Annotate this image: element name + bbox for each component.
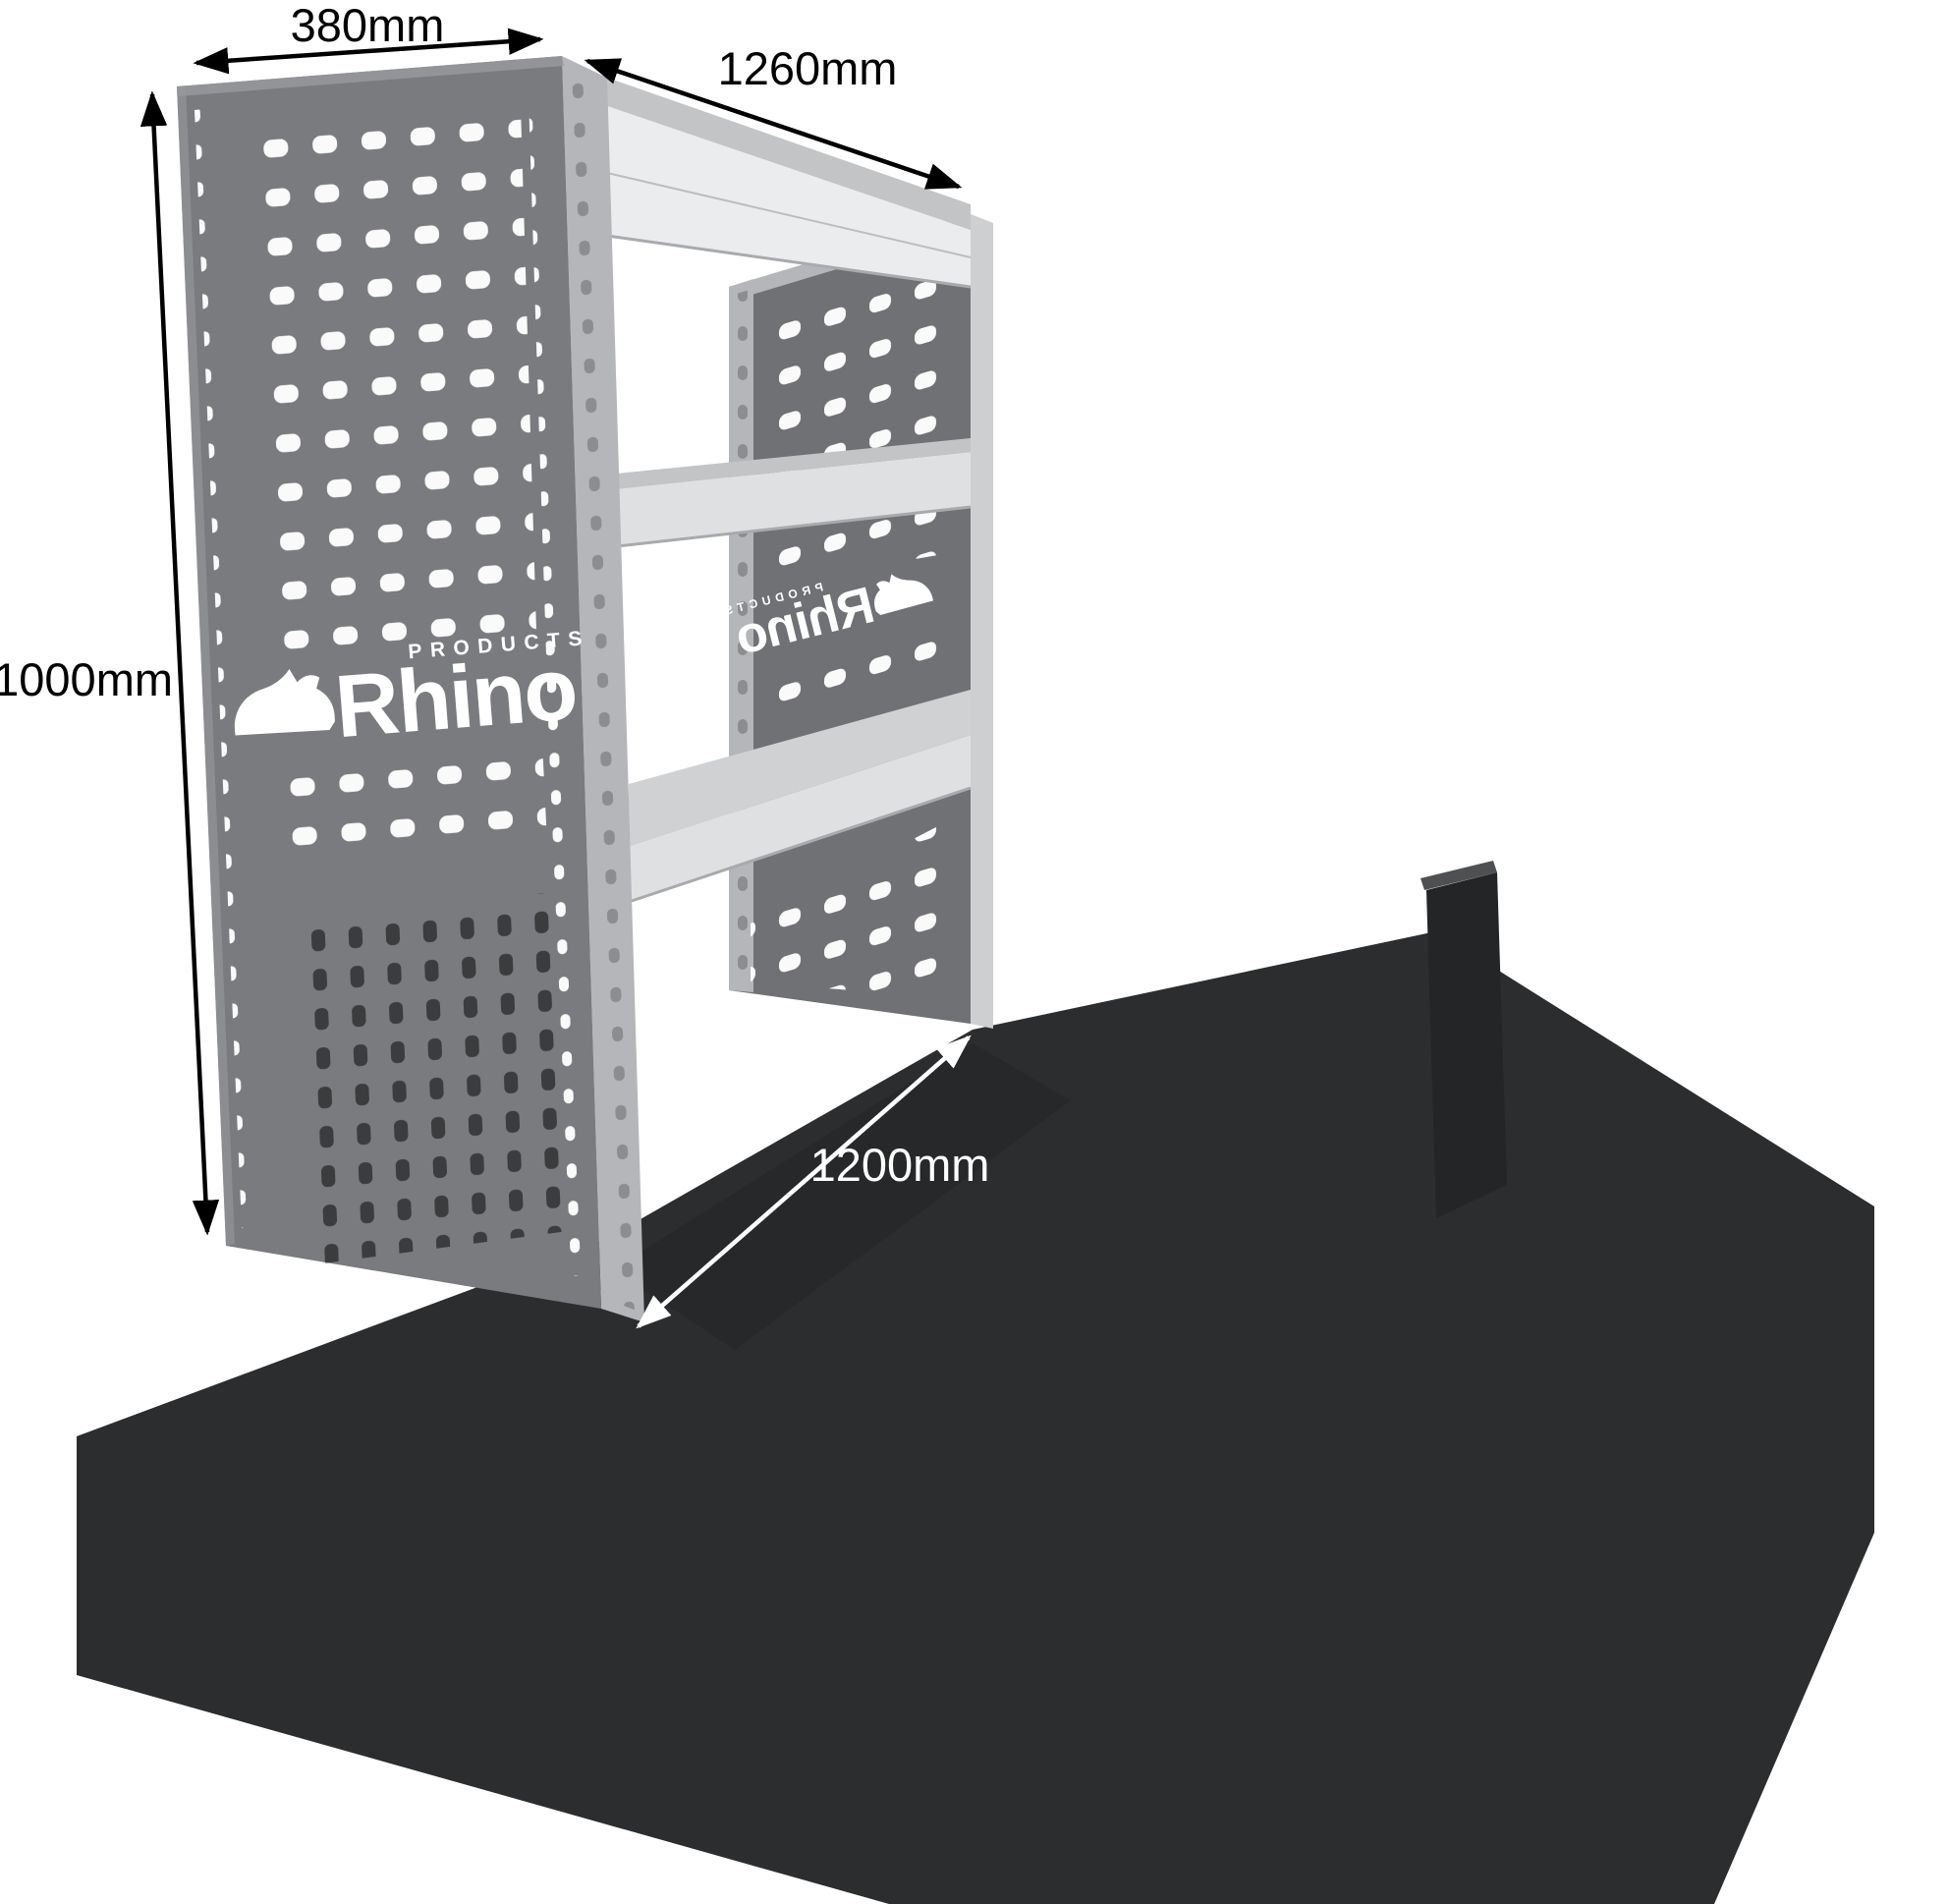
middle-shelf <box>616 438 972 548</box>
rhino-logo: PRODUCTS Rhino <box>234 627 591 756</box>
right-panel-edge <box>971 214 993 1029</box>
dim-label-width: 380mm <box>291 0 445 51</box>
dim-label-length: 1260mm <box>718 42 898 94</box>
bulkhead-lip <box>1426 872 1507 1218</box>
dim-arrow-length <box>584 58 963 190</box>
dim-arrow-depth <box>636 1035 972 1329</box>
rhino-silhouette-icon <box>874 574 934 616</box>
bulkhead-lip-top <box>1420 861 1497 890</box>
left-panel-perforations-lower <box>287 892 576 1265</box>
logo-wordmark: Rhino <box>332 640 580 756</box>
right-panel-perforations-mid-upper <box>756 500 955 587</box>
bottom-shelf <box>628 690 972 904</box>
right-panel-perforations-mid-lower <box>756 630 955 725</box>
left-panel-perforations-mid <box>269 743 547 868</box>
left-panel-edge-holes-right <box>529 94 582 1277</box>
rhino-silhouette-icon <box>234 668 335 736</box>
right-end-panel: PRODUCTS Rhino <box>718 214 993 1029</box>
bottom-shelf-front <box>629 735 971 902</box>
dim-label-depth: 1200mm <box>810 1139 990 1191</box>
top-shelf-shadow-line <box>606 234 972 289</box>
bottom-shelf-shadow-line <box>628 786 972 904</box>
dim-label-height: 1000mm <box>0 653 173 705</box>
right-panel-perforations-lower <box>751 817 955 998</box>
middle-shelf-front <box>617 452 971 546</box>
left-end-panel: PRODUCTS Rhino <box>177 56 601 1309</box>
floor-mat <box>77 931 1874 1904</box>
left-panel-perforations-upper <box>248 106 536 652</box>
middle-shelf-shadow-line <box>616 505 972 548</box>
dim-arrow-height <box>139 90 220 1236</box>
left-panel-flange-holes <box>570 73 637 1311</box>
dim-arrow-width <box>193 28 544 75</box>
middle-shelf-top <box>617 438 971 489</box>
bottom-shelf-top <box>629 690 971 847</box>
right-panel-perforations-upper <box>756 250 955 495</box>
dimension-annotations: 380mm 1260mm 1000mm 1200mm <box>0 0 990 1329</box>
